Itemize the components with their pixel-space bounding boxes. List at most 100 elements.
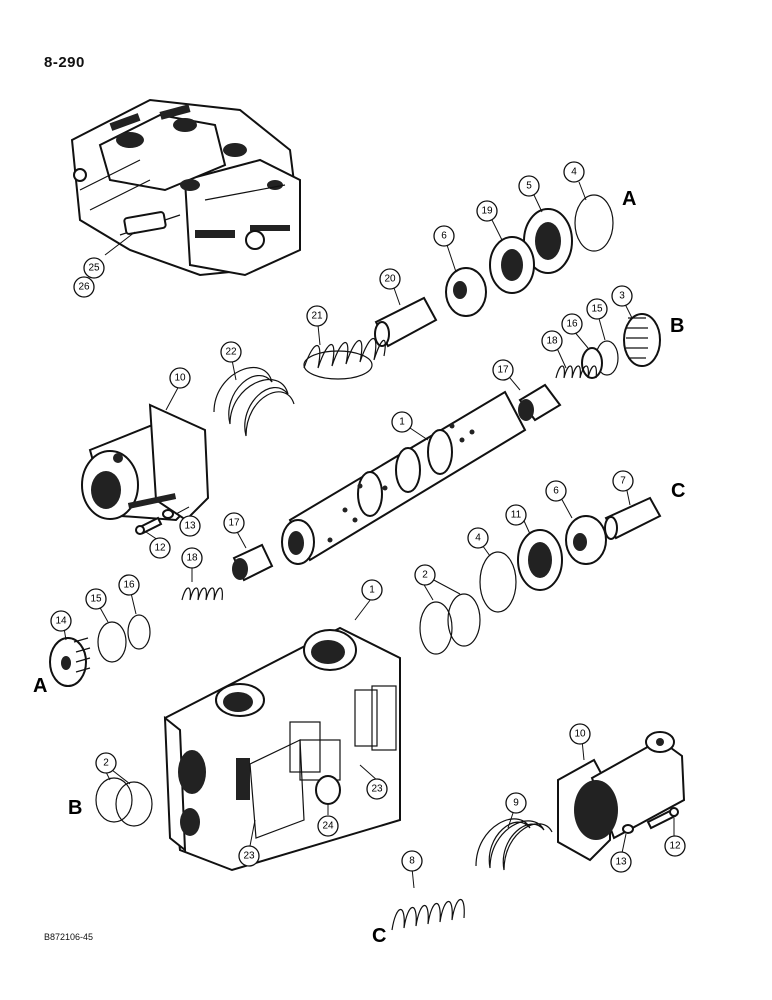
svg-text:14: 14: [55, 616, 67, 627]
sleeve-part-17-lower: [232, 543, 274, 582]
screw-part-12-right: [646, 807, 679, 830]
callout-15-top: 15: [586, 298, 608, 320]
callout-6-bottom: 6: [545, 480, 567, 502]
callout-22: 22: [220, 341, 242, 363]
svg-text:16: 16: [123, 580, 135, 591]
document-code: B872106-45: [44, 932, 94, 942]
svg-text:2: 2: [103, 758, 109, 769]
callout-23-left: 23: [238, 845, 260, 867]
callout-6-top: 6: [433, 225, 455, 247]
callout-13-right: 13: [610, 851, 632, 873]
callout-21: 21: [306, 305, 328, 327]
spacer-part-20: [374, 296, 438, 348]
callout-9: 9: [505, 792, 527, 814]
svg-text:13: 13: [615, 857, 627, 868]
svg-text:23: 23: [243, 851, 255, 862]
svg-text:8: 8: [409, 856, 415, 867]
svg-text:16: 16: [566, 319, 578, 330]
end-cap-part-10-right: [557, 731, 686, 862]
washer-part-16-upper: [581, 347, 603, 379]
callout-3: 3: [611, 285, 633, 307]
svg-text:22: 22: [225, 347, 237, 358]
callout-8: 8: [401, 850, 423, 872]
callout-13-left: 13: [179, 515, 201, 537]
spring-part-9: [475, 818, 553, 871]
svg-text:25: 25: [88, 263, 100, 274]
svg-text:7: 7: [620, 476, 626, 487]
sleeve-part-17-upper: [518, 383, 562, 422]
svg-text:17: 17: [497, 365, 509, 376]
screw-part-12-left: [135, 516, 163, 535]
callout-labels: 4 5 19 6 20 21 22 10 3 15 16 18 17 1 13 …: [50, 161, 686, 873]
svg-text:10: 10: [174, 373, 186, 384]
svg-text:20: 20: [384, 274, 396, 285]
svg-text:9: 9: [513, 798, 519, 809]
o-ring-part-16-lower: [127, 614, 151, 650]
callout-17-top: 17: [492, 359, 514, 381]
callout-20: 20: [379, 268, 401, 290]
callout-1-spool: 1: [391, 411, 413, 433]
callout-26: 26: [73, 276, 95, 298]
svg-text:18: 18: [546, 336, 558, 347]
svg-text:19: 19: [481, 206, 493, 217]
svg-text:21: 21: [311, 311, 323, 322]
svg-text:6: 6: [441, 231, 447, 242]
svg-text:4: 4: [571, 167, 577, 178]
svg-text:13: 13: [184, 521, 196, 532]
callout-2-bottom: 2: [95, 752, 117, 774]
spring-part-18-upper: [555, 365, 597, 379]
ref-letter-c-bottom: C: [372, 925, 386, 947]
spacer-part-7: [604, 496, 662, 540]
ref-letter-b-top: B: [670, 315, 684, 337]
callout-18-bottom: 18: [181, 547, 203, 569]
plug-part-3: [623, 313, 661, 367]
callout-7: 7: [612, 470, 634, 492]
o-ring-part-2-d: [115, 781, 153, 827]
svg-text:18: 18: [186, 553, 198, 564]
callout-17-bottom: 17: [223, 512, 245, 534]
o-ring-part-2-b: [419, 601, 453, 655]
svg-text:12: 12: [154, 543, 166, 554]
callout-14: 14: [50, 610, 72, 632]
svg-text:10: 10: [574, 729, 586, 740]
callout-24: 24: [317, 815, 339, 837]
o-ring-part-4-lower: [479, 551, 517, 613]
svg-text:5: 5: [526, 181, 532, 192]
svg-text:15: 15: [591, 304, 603, 315]
valve-housing-part-1: [163, 626, 401, 872]
callout-11: 11: [505, 504, 527, 526]
callout-12-right: 12: [664, 835, 686, 857]
callout-25: 25: [83, 257, 105, 279]
svg-text:2: 2: [422, 570, 428, 581]
spring-part-21: [303, 338, 386, 380]
svg-text:24: 24: [322, 821, 334, 832]
svg-text:3: 3: [619, 291, 625, 302]
svg-text:6: 6: [553, 486, 559, 497]
retainer-part-11: [517, 529, 563, 591]
callout-10-left: 10: [169, 367, 191, 389]
svg-text:1: 1: [369, 585, 375, 596]
callout-10-right: 10: [569, 723, 591, 745]
svg-text:15: 15: [90, 594, 102, 605]
callout-1-housing: 1: [361, 579, 383, 601]
callout-2-top: 2: [414, 564, 436, 586]
o-ring-part-15-lower: [97, 621, 127, 663]
spring-part-22: [213, 366, 295, 437]
washer-part-13-right: [622, 824, 634, 834]
callout-18-top: 18: [541, 330, 563, 352]
callout-16-top: 16: [561, 313, 583, 335]
page-number: 8-290: [44, 54, 85, 71]
seat-part-6-lower: [565, 515, 607, 565]
callout-12-left: 12: [149, 537, 171, 559]
callout-5: 5: [518, 175, 540, 197]
svg-text:4: 4: [475, 533, 481, 544]
o-ring-part-2-a: [447, 593, 481, 647]
svg-text:26: 26: [78, 282, 90, 293]
svg-text:17: 17: [228, 518, 240, 529]
end-cap-part-10-left: [81, 403, 210, 522]
ref-letter-b-left: B: [68, 797, 82, 819]
svg-text:12: 12: [669, 841, 681, 852]
spool-part-1: [281, 390, 527, 565]
ref-letter-c-right: C: [671, 480, 685, 502]
